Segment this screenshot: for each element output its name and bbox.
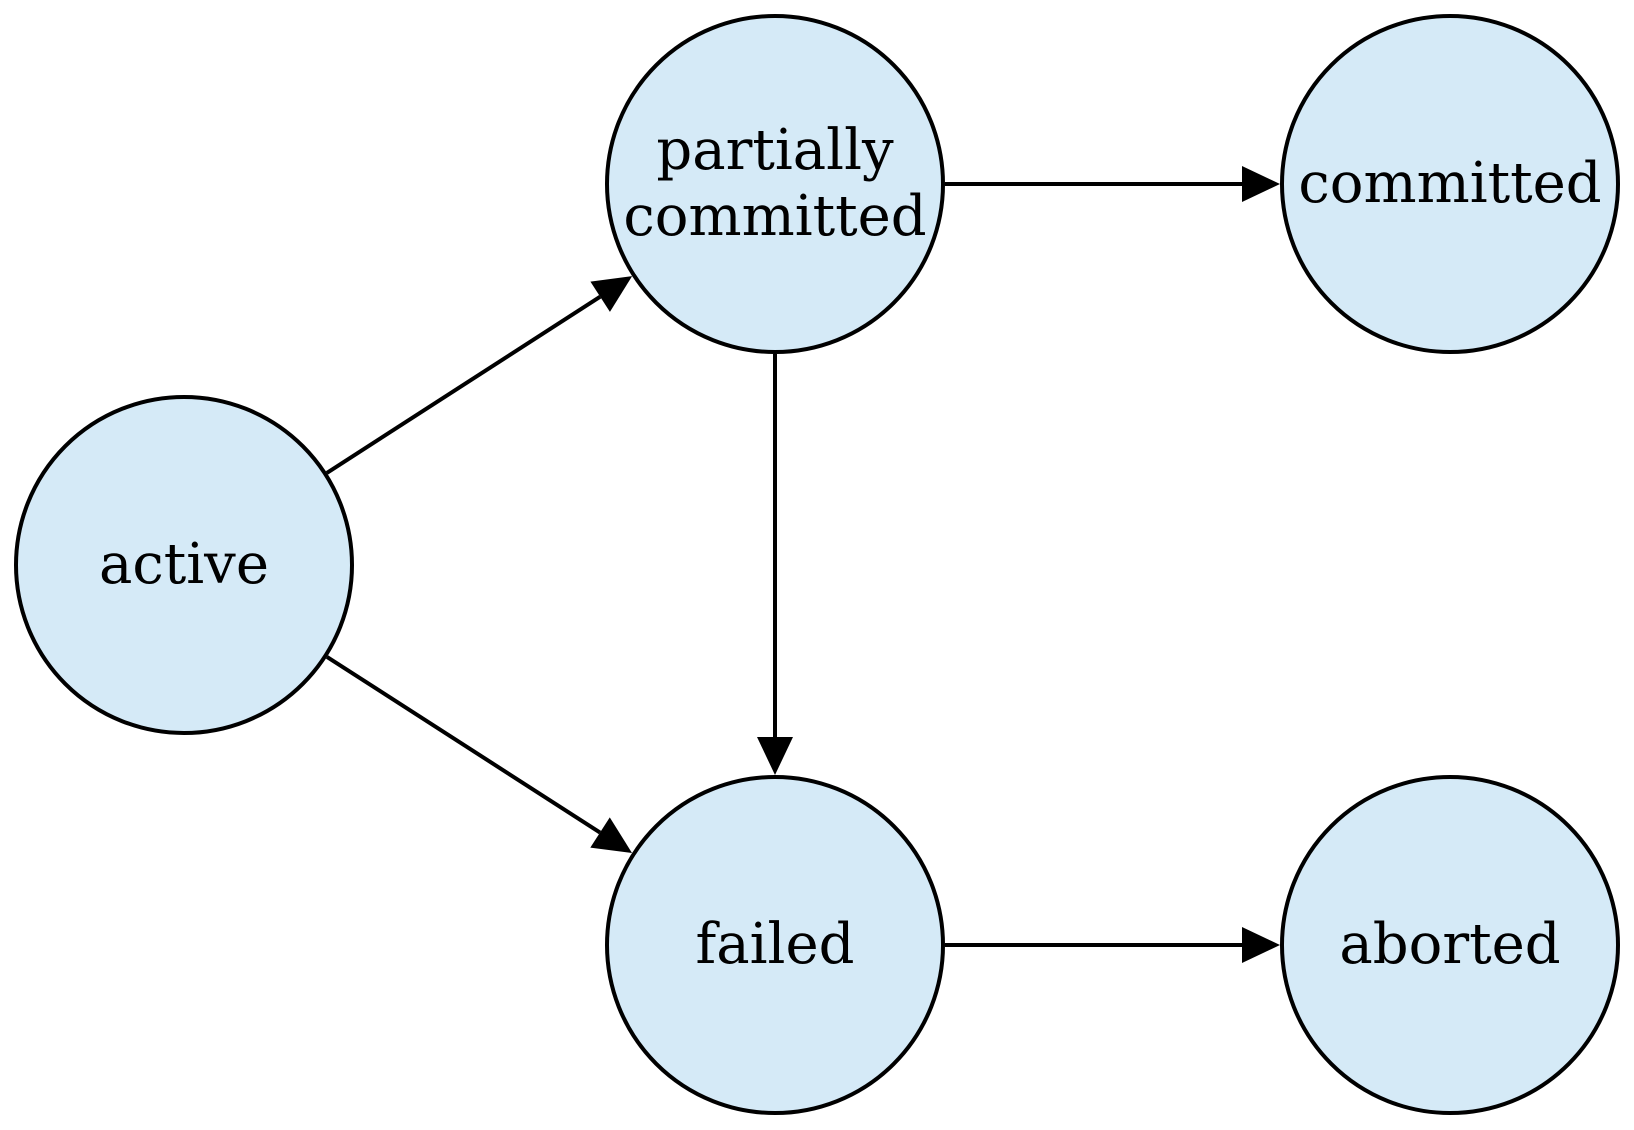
state-circle: [1280, 775, 1620, 1115]
state-circle: [14, 395, 354, 735]
state-label: partially: [656, 118, 894, 183]
state-node-failed: failed: [605, 775, 945, 1115]
state-node-committed: committed: [1280, 14, 1620, 354]
state-label: committed: [1298, 151, 1601, 216]
edge-partially-committed-to-committed: [945, 166, 1280, 202]
arrowhead-icon: [590, 817, 633, 854]
state-node-aborted: aborted: [1280, 775, 1620, 1115]
arrowhead-icon: [1242, 927, 1280, 963]
edge-line: [325, 655, 602, 835]
state-label: failed: [696, 912, 855, 977]
state-circle: [605, 775, 945, 1115]
state-label: committed: [623, 184, 926, 249]
arrowhead-icon: [1242, 166, 1280, 202]
edge-failed-to-aborted: [945, 927, 1280, 963]
state-label: active: [99, 532, 269, 597]
arrowhead-icon: [757, 737, 793, 775]
edge-active-to-failed: [325, 655, 633, 854]
edge-active-to-partially-committed: [325, 276, 633, 475]
edges: [325, 166, 1280, 963]
state-node-active: active: [14, 395, 354, 735]
state-label: aborted: [1339, 912, 1560, 977]
state-circle: [605, 14, 945, 354]
edge-partially-committed-to-failed: [757, 354, 793, 775]
edge-line: [325, 295, 602, 475]
arrowhead-icon: [590, 276, 633, 312]
state-circle: [1280, 14, 1620, 354]
